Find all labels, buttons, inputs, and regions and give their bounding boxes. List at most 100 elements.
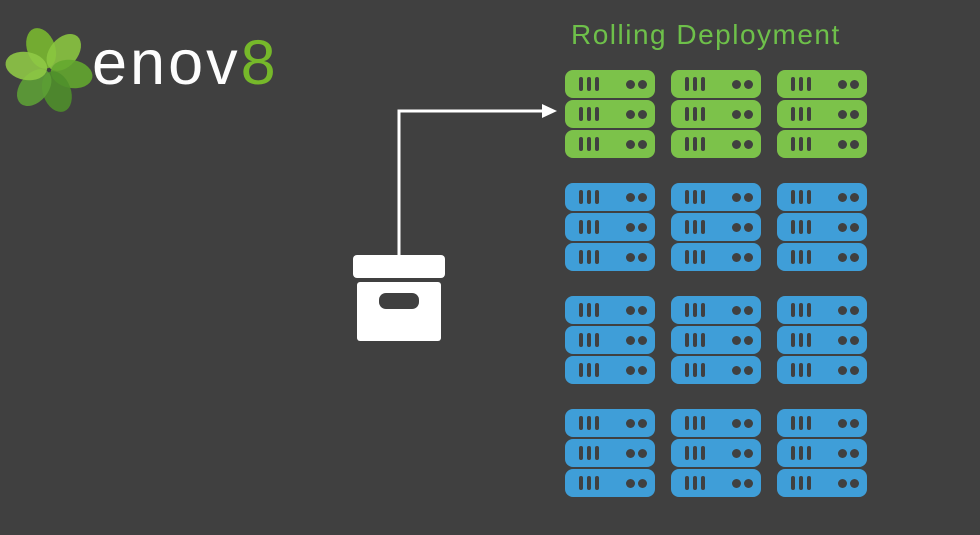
- server-slot: [587, 416, 591, 430]
- server-drive-slots: [579, 363, 599, 377]
- server-slot: [685, 333, 689, 347]
- server-icon: [565, 296, 655, 324]
- server-indicator-lights: [838, 192, 859, 202]
- server-icon: [671, 70, 761, 98]
- server-slot: [807, 250, 811, 264]
- server-indicator-dot: [838, 139, 847, 149]
- server-indicator-dot: [838, 222, 847, 232]
- server-slot: [799, 333, 803, 347]
- server-indicator-dot: [638, 305, 647, 315]
- server-indicator-dot: [850, 222, 859, 232]
- server-indicator-dot: [638, 448, 647, 458]
- server-slot: [799, 446, 803, 460]
- server-drive-slots: [791, 303, 811, 317]
- server-indicator-lights: [838, 252, 859, 262]
- server-slot: [595, 363, 599, 377]
- server-indicator-dot: [838, 109, 847, 119]
- server-indicator-dot: [626, 478, 635, 488]
- server-slot: [693, 476, 697, 490]
- server-icon: [671, 183, 761, 211]
- server-slot: [791, 446, 795, 460]
- server-drive-slots: [685, 107, 705, 121]
- server-slot: [701, 107, 705, 121]
- server-indicator-dot: [638, 418, 647, 428]
- server-slot: [799, 137, 803, 151]
- server-slot: [587, 446, 591, 460]
- server-indicator-dot: [850, 79, 859, 89]
- server-slot: [685, 446, 689, 460]
- server-indicator-dot: [850, 305, 859, 315]
- server-indicator-dot: [744, 192, 753, 202]
- server-drive-slots: [791, 416, 811, 430]
- server-stack-blue: [565, 409, 655, 497]
- server-slot: [579, 303, 583, 317]
- server-indicator-dot: [744, 139, 753, 149]
- server-icon: [777, 439, 867, 467]
- server-indicator-dot: [850, 365, 859, 375]
- server-indicator-dot: [732, 252, 741, 262]
- server-slot: [799, 303, 803, 317]
- server-indicator-lights: [732, 365, 753, 375]
- arrow-head: [542, 104, 557, 118]
- server-indicator-lights: [732, 109, 753, 119]
- server-icon: [671, 409, 761, 437]
- server-slot: [685, 416, 689, 430]
- server-indicator-dot: [732, 192, 741, 202]
- server-slot: [799, 190, 803, 204]
- server-indicator-dot: [838, 252, 847, 262]
- server-indicator-dot: [744, 335, 753, 345]
- server-slot: [579, 77, 583, 91]
- server-indicator-dot: [638, 252, 647, 262]
- server-indicator-lights: [626, 79, 647, 89]
- logo-text-accent: 8: [240, 27, 279, 98]
- server-slot: [579, 333, 583, 347]
- server-slot: [701, 446, 705, 460]
- server-icon: [777, 326, 867, 354]
- server-slot: [701, 303, 705, 317]
- server-indicator-lights: [626, 305, 647, 315]
- server-indicator-dot: [638, 79, 647, 89]
- server-indicator-lights: [732, 335, 753, 345]
- server-slot: [693, 363, 697, 377]
- server-slot: [791, 137, 795, 151]
- server-indicator-lights: [626, 418, 647, 428]
- server-slot: [587, 137, 591, 151]
- server-icon: [671, 439, 761, 467]
- flower-icon: [5, 28, 93, 112]
- server-slot: [799, 250, 803, 264]
- server-slot: [807, 303, 811, 317]
- server-slot: [701, 77, 705, 91]
- server-icon: [671, 100, 761, 128]
- server-icon: [565, 439, 655, 467]
- server-slot: [791, 77, 795, 91]
- server-slot: [799, 77, 803, 91]
- server-indicator-lights: [838, 418, 859, 428]
- server-stack-green: [565, 70, 655, 158]
- server-slot: [693, 416, 697, 430]
- server-indicator-dot: [638, 335, 647, 345]
- server-indicator-dot: [638, 109, 647, 119]
- server-slot: [807, 107, 811, 121]
- server-slot: [807, 220, 811, 234]
- server-drive-slots: [791, 220, 811, 234]
- server-slot: [595, 220, 599, 234]
- server-indicator-dot: [626, 79, 635, 89]
- server-indicator-dot: [838, 365, 847, 375]
- server-slot: [587, 77, 591, 91]
- server-drive-slots: [791, 107, 811, 121]
- server-slot: [701, 137, 705, 151]
- server-indicator-dot: [838, 448, 847, 458]
- server-indicator-dot: [838, 418, 847, 428]
- server-indicator-dot: [626, 365, 635, 375]
- server-slot: [693, 77, 697, 91]
- server-drive-slots: [579, 220, 599, 234]
- server-slot: [595, 250, 599, 264]
- server-icon: [565, 409, 655, 437]
- server-icon: [777, 243, 867, 271]
- server-slot: [587, 476, 591, 490]
- server-indicator-dot: [838, 192, 847, 202]
- server-indicator-dot: [732, 222, 741, 232]
- server-slot: [693, 333, 697, 347]
- server-indicator-dot: [626, 305, 635, 315]
- server-indicator-lights: [626, 222, 647, 232]
